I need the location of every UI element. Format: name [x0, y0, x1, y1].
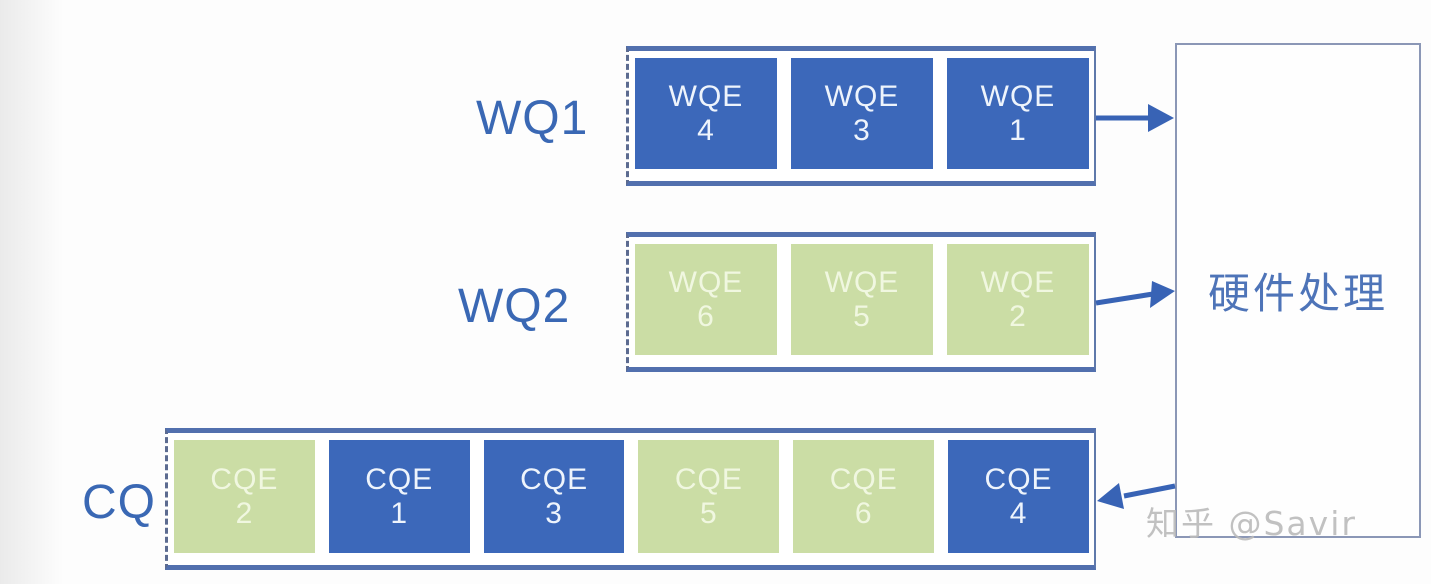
cqe-box-number: 4	[1009, 496, 1028, 530]
wqe-box-number: 4	[697, 113, 715, 147]
cqe-box-label: CQE	[674, 462, 743, 496]
wqe-box-number: 5	[853, 299, 871, 333]
wqe-box-number: 6	[697, 299, 715, 333]
cqe-box-number: 1	[390, 496, 409, 530]
wqe-box-1: WQE 1	[947, 58, 1089, 169]
wqe-box-label: WQE	[824, 265, 900, 299]
cqe-box-number: 2	[235, 496, 254, 530]
hardware-processing-box: 硬件处理	[1175, 43, 1421, 538]
cqe-box-3: CQE 3	[483, 440, 625, 553]
cqe-box-label: CQE	[984, 462, 1053, 496]
cqe-box-label: CQE	[210, 462, 279, 496]
wq1-container: WQE 4 WQE 3 WQE 1	[626, 46, 1096, 186]
cqe-box-number: 3	[545, 496, 563, 530]
cqe-box-number: 5	[700, 496, 718, 530]
arrow-wq2-to-processor	[1095, 281, 1175, 308]
cqe-box-6: CQE 6	[793, 440, 935, 553]
wqe-box-3: WQE 3	[791, 58, 933, 169]
wqe-box-5: WQE 5	[791, 244, 933, 355]
wqe-box-label: WQE	[668, 265, 744, 299]
wqe-box-number: 1	[1009, 113, 1027, 147]
cq-container: CQE 2 CQE 1 CQE 3 CQE 5 CQE 6 CQE 4	[165, 428, 1096, 570]
cqe-box-label: CQE	[829, 462, 898, 496]
hardware-processing-label: 硬件处理	[1207, 269, 1388, 318]
wq2-container: WQE 6 WQE 5 WQE 2	[626, 232, 1096, 372]
wqe-box-number: 2	[1009, 299, 1027, 333]
wqe-box-label: WQE	[980, 265, 1056, 299]
wqe-box-4: WQE 4	[635, 58, 777, 169]
arrow-wq1-to-processor	[1096, 104, 1174, 132]
wqe-box-6: WQE 6	[635, 244, 777, 355]
watermark: 知乎 @Savir	[1146, 504, 1357, 543]
cqe-box-label: CQE	[365, 462, 434, 496]
wqe-box-2: WQE 2	[947, 244, 1089, 355]
wqe-box-label: WQE	[668, 79, 744, 113]
wqe-box-label: WQE	[980, 79, 1056, 113]
wq2-label: WQ2	[458, 280, 571, 333]
cqe-box-label: CQE	[520, 462, 589, 496]
cqe-box-5: CQE 5	[638, 440, 780, 553]
cq-label: CQ	[82, 476, 156, 529]
cqe-box-number: 6	[854, 496, 873, 530]
wqe-box-label: WQE	[824, 79, 900, 113]
cqe-box-2: CQE 2	[174, 440, 315, 553]
cqe-box-4: CQE 4	[948, 440, 1089, 553]
wq1-label: WQ1	[476, 92, 589, 145]
cqe-box-1: CQE 1	[328, 440, 470, 553]
wqe-box-number: 3	[853, 113, 871, 147]
